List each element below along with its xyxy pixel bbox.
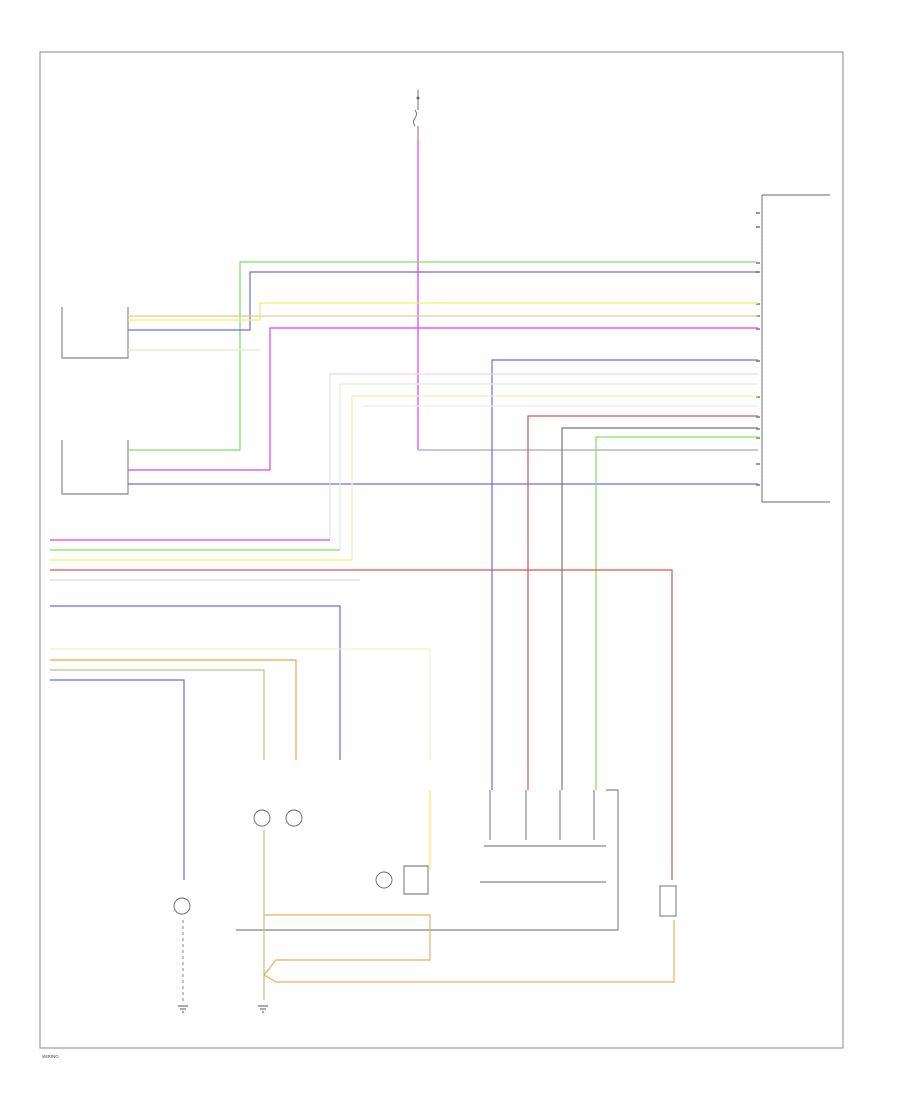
wire-faint-2 [339,383,758,550]
wire-blue-top [128,271,758,331]
wire-green-down [595,436,758,790]
left-sensor-lower [61,440,129,495]
bottom-control-unit [236,789,619,931]
wire-yellow-2 [351,395,758,560]
wire-faint-1 [329,373,758,540]
wire-yellow-1 [128,302,758,321]
module-pin-markers [756,212,760,486]
wire-blue-left [50,679,185,880]
wire-blue-mid [50,605,341,760]
page-label: WIRING [42,1054,59,1059]
fuse-block [413,90,420,140]
wire-green-top [128,261,758,451]
diagram-border [39,51,844,1049]
wire-red-down [527,415,758,790]
wire-blue-down [491,359,758,790]
lamp-group [173,809,677,917]
wire-orange-ground [263,914,675,983]
left-sensor-upper [61,307,129,359]
wire-orange [50,659,297,760]
wire-bus-red [50,569,673,880]
wire-dark-down [561,427,758,790]
wire-faint-yellow [50,648,431,760]
control-module [761,194,830,503]
wire-olive-2 [50,669,265,760]
wire-magenta-2 [128,327,758,471]
connector-stubs [484,790,606,847]
ground-symbols [178,920,268,1013]
